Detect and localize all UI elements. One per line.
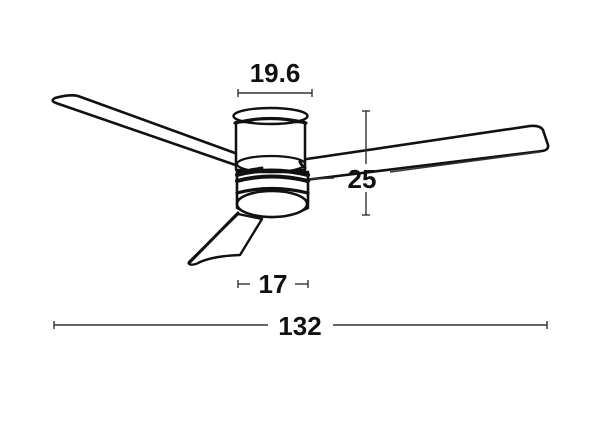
dimension-blade-span: 132 <box>53 311 548 341</box>
right-blade <box>298 124 550 182</box>
motor-width-label: 17 <box>259 269 288 299</box>
dimension-motor-width: 17 <box>237 269 309 299</box>
canopy-width-label: 19.6 <box>250 58 301 88</box>
dimension-total-height: 25 <box>309 110 541 216</box>
front-blade <box>187 211 264 266</box>
motor-housing <box>235 154 310 219</box>
left-blade <box>51 94 264 172</box>
total-height-label: 25 <box>348 164 377 194</box>
blade-span-label: 132 <box>278 311 321 341</box>
dimension-canopy-width: 19.6 <box>237 58 313 97</box>
